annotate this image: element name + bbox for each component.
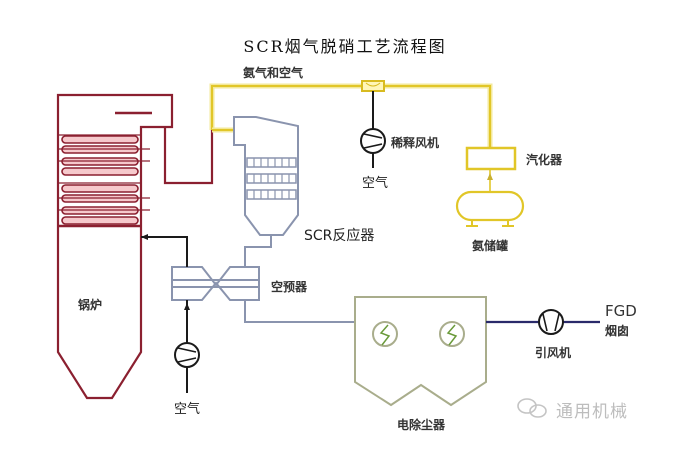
dilution-fan-icon [360,128,386,154]
induced-draft-fan-icon [538,309,564,335]
air-top-label: 空气 [362,176,389,191]
esp-label: 电除尘器 [397,418,446,432]
air-fan-icon [174,342,200,368]
fgd-label: FGD [605,302,637,320]
air-preheater [171,266,260,301]
electrostatic-precipitator [354,296,487,407]
ammonia-tank [455,190,525,227]
boiler [56,93,174,400]
electrode-icon [372,321,398,347]
vaporizer-label: 汽化器 [526,153,563,167]
wechat-icon [517,398,547,418]
flue-gas-duct-boiler-to-scr [163,127,214,185]
air-bottom-label: 空气 [174,402,201,417]
flue-duct-scr-to-preheater [244,235,272,267]
scr-reactor-label: SCR反应器 [304,228,375,244]
dilution-fan-label: 稀释风机 [391,136,440,150]
ammonia-tank-label: 氨储罐 [472,239,509,253]
flue-duct-preheater-to-esp [244,300,355,323]
watermark-text: 通用机械 [556,402,628,422]
boiler-label: 锅炉 [78,298,103,312]
id-fan-label: 引风机 [535,346,572,360]
ammonia-air-mixer [361,80,385,92]
vaporizer [465,146,517,171]
chimney-label: 烟囱 [605,324,630,338]
catalyst-cells [253,158,290,199]
diagram-title: SCR烟气脱硝工艺流程图 [243,37,447,56]
air-preheater-label: 空预器 [271,280,308,294]
ammonia-air-line [209,83,493,192]
hot-air-line [141,234,188,267]
scr-reactor [233,116,299,236]
electrode-icon [439,321,465,347]
catalyst-layers [246,157,297,200]
ammonia-air-label: 氨气和空气 [243,66,304,80]
